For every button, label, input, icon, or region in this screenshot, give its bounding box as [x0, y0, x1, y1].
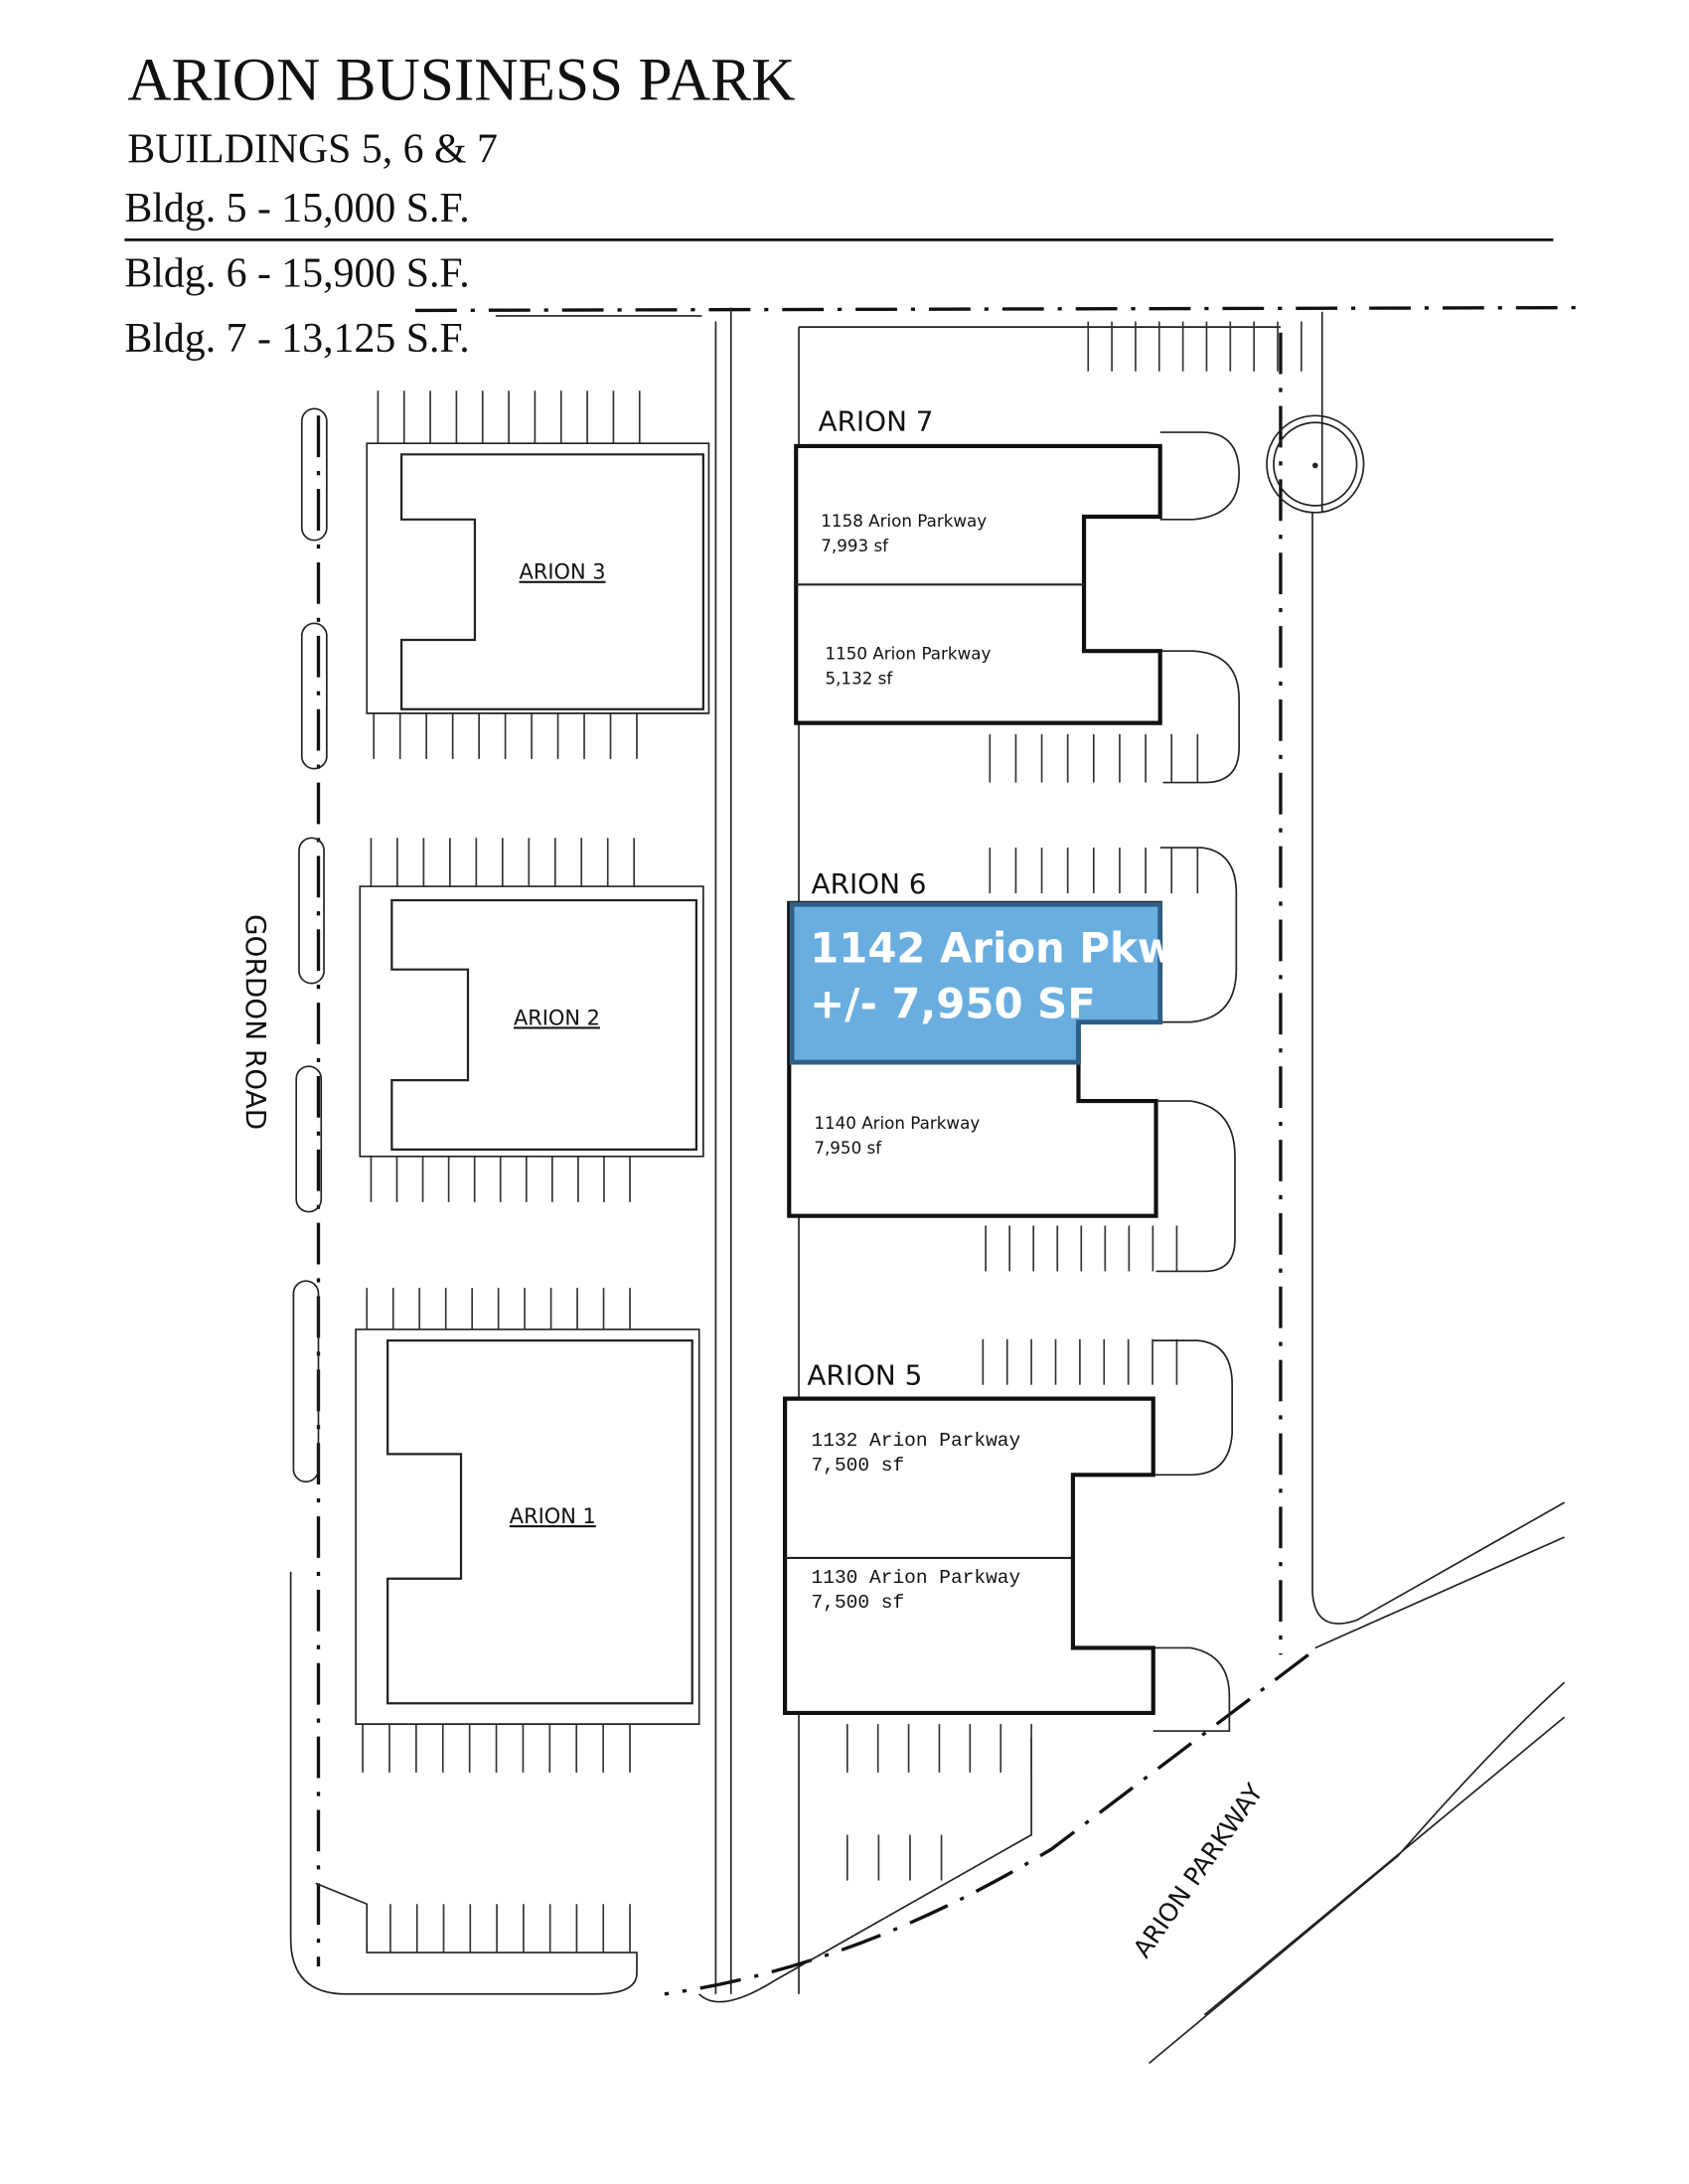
unit-address: 1132 Arion Parkway [812, 1430, 1021, 1452]
building-label-arion-5: ARION 5 [807, 1359, 922, 1392]
highlighted-unit[interactable] [789, 901, 1163, 1065]
building-arion-6: ARION 6 1142 Arion Pkwy +/- 7,950 SF 114… [787, 847, 1238, 1273]
building-label-arion-6: ARION 6 [812, 867, 927, 900]
bldg-6-area: Bldg. 6 - 15,900 S.F. [124, 251, 469, 297]
site-roads [289, 305, 1579, 2065]
curb-islands [292, 407, 328, 1483]
bldg-5-area: Bldg. 5 - 15,000 S.F. [124, 186, 469, 232]
highlight-address: 1142 Arion Pkwy [810, 924, 1202, 973]
unit-address: 1140 Arion Parkway [814, 1113, 980, 1133]
road-label-arion-parkway: ARION PARKWAY [1128, 1778, 1269, 1962]
building-arion-3: ARION 3 [366, 442, 710, 714]
building-label-arion-2: ARION 2 [514, 1006, 600, 1029]
parking-stripes [362, 321, 1303, 1953]
unit-area: 7,950 sf [814, 1138, 882, 1158]
page-title: ARION BUSINESS PARK [127, 47, 795, 114]
unit-area: 5,132 sf [825, 669, 893, 689]
highlight-area: +/- 7,950 SF [810, 979, 1096, 1027]
building-arion-2: ARION 2 [359, 885, 704, 1158]
building-arion-5: ARION 5 1132 Arion Parkway 7,500 sf 1130… [782, 1339, 1233, 1732]
unit-area: 7,500 sf [812, 1455, 905, 1477]
building-arion-1: ARION 1 [355, 1328, 700, 1725]
road-label-gordon: GORDON ROAD [239, 914, 272, 1130]
building-label-arion-1: ARION 1 [510, 1504, 596, 1528]
unit-area: 7,993 sf [821, 536, 889, 555]
building-label-arion-3: ARION 3 [520, 560, 606, 584]
unit-address: 1130 Arion Parkway [812, 1567, 1021, 1589]
unit-area: 7,500 sf [812, 1592, 905, 1614]
subtitle: BUILDINGS 5, 6 & 7 [127, 126, 498, 172]
building-arion-7: ARION 7 1158 Arion Parkway 7,993 sf 1150… [794, 405, 1240, 784]
building-label-arion-7: ARION 7 [819, 405, 934, 438]
unit-address: 1158 Arion Parkway [821, 511, 987, 531]
bldg-7-area: Bldg. 7 - 13,125 S.F. [124, 316, 469, 362]
unit-address: 1150 Arion Parkway [825, 644, 991, 664]
